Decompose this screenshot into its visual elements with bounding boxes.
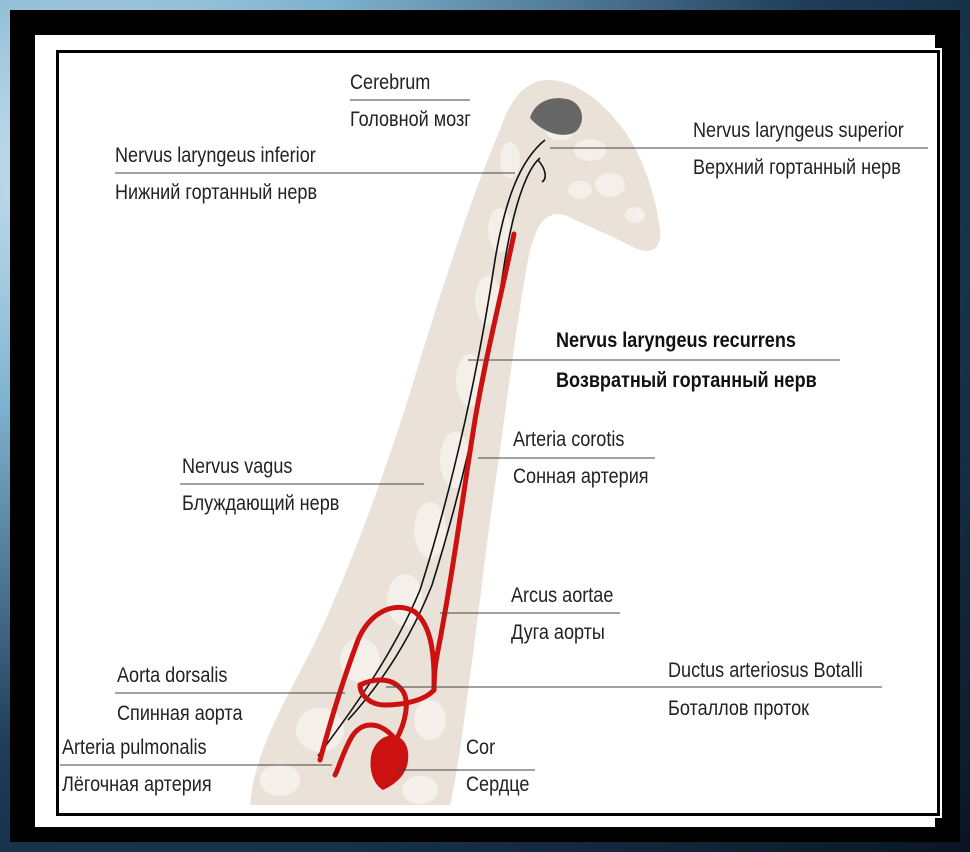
vagus-ru-label: Блуждающий нерв	[182, 493, 339, 514]
carotid-latin-label: Arteria corotis	[513, 429, 624, 450]
pulmonary-latin-label: Arteria pulmonalis	[62, 737, 207, 758]
aortic-arch-latin-label: Arcus aortae	[511, 585, 613, 606]
recurrent-nerve-ru-label: Возвратный гортанный нерв	[556, 370, 817, 391]
aortic-arch-ru-label: Дуга аорты	[511, 622, 605, 643]
heart-ru-label: Сердце	[466, 774, 529, 795]
ductus-ru-label: Боталлов проток	[668, 698, 809, 719]
inferior-nerve-ru-label: Нижний гортанный нерв	[115, 182, 317, 203]
heart-latin-label: Cor	[466, 737, 495, 758]
inferior-nerve-latin-label: Nervus laryngeus inferior	[115, 145, 316, 166]
recurrent-nerve-latin-label: Nervus laryngeus recurrens	[556, 330, 796, 351]
carotid-ru-label: Сонная артерия	[513, 466, 649, 487]
cerebrum-ru-label: Головной мозг	[350, 109, 471, 130]
dorsal-aorta-ru-label: Спинная аорта	[117, 703, 243, 724]
dorsal-aorta-latin-label: Aorta dorsalis	[117, 665, 227, 686]
vagus-latin-label: Nervus vagus	[182, 456, 292, 477]
cerebrum-latin-label: Cerebrum	[350, 72, 430, 93]
superior-nerve-ru-label: Верхний гортанный нерв	[693, 157, 901, 178]
pulmonary-ru-label: Лёгочная артерия	[62, 774, 212, 795]
ductus-latin-label: Ductus arteriosus Botalli	[668, 660, 863, 681]
superior-nerve-latin-label: Nervus laryngeus superior	[693, 120, 904, 141]
